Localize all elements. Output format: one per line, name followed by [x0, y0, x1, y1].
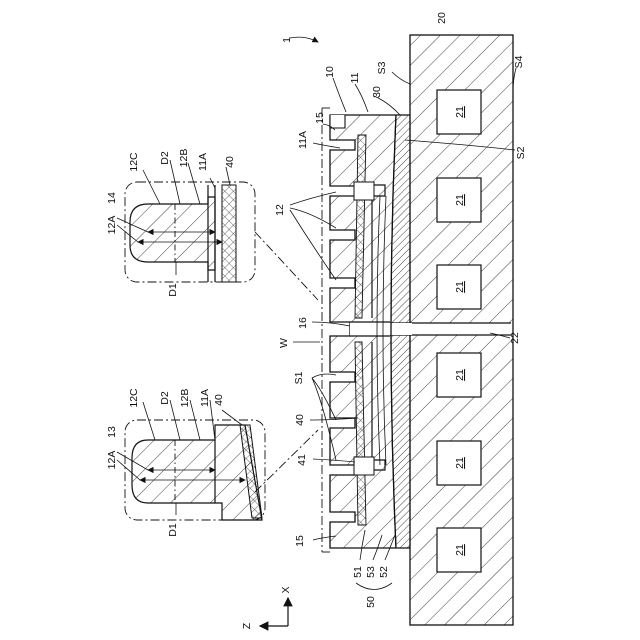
label-multilayer: 50: [365, 596, 377, 608]
label-terminal: 41: [296, 454, 308, 466]
label-s4: S4: [513, 55, 525, 68]
detail-lower: [125, 420, 265, 520]
detail-upper: [125, 182, 255, 282]
heater-label-5: 21: [454, 457, 466, 469]
heater-label-1: 21: [454, 106, 466, 118]
heater-label-6: 21: [454, 544, 466, 556]
label-assembly: 1: [281, 37, 293, 43]
label-protrusions: 12: [274, 204, 286, 216]
wafer: [322, 108, 330, 552]
lower-label-40: 40: [213, 394, 225, 406]
label-s3: S3: [376, 61, 388, 74]
heater-label-4: 21: [454, 369, 466, 381]
label-wafer: W: [278, 338, 290, 348]
axis-z-label: Z: [241, 622, 253, 629]
label-stage: 10: [324, 66, 336, 78]
axes: X Z: [241, 586, 292, 629]
upper-label-12a: 12A: [106, 216, 118, 235]
label-surface-11a: 11A: [297, 131, 309, 149]
label-layer-51: 51: [352, 566, 364, 578]
lower-label-d1: D1: [167, 523, 179, 537]
upper-label-14: 14: [106, 192, 118, 204]
label-through-hole: 16: [297, 317, 309, 329]
label-gas-hole: 22: [509, 332, 521, 344]
upper-label-d2: D2: [159, 151, 171, 165]
label-layer-53: 53: [365, 566, 377, 578]
label-bond-layer: 30: [371, 86, 383, 98]
heater-label-2: 21: [454, 194, 466, 206]
upper-label-40: 40: [224, 156, 236, 168]
upper-label-11a: 11A: [197, 153, 209, 171]
upper-label-d1: D1: [167, 283, 179, 297]
upper-label-12b: 12B: [178, 149, 190, 168]
label-layer-52: 52: [378, 566, 390, 578]
lower-label-11a: 11A: [199, 389, 211, 407]
label-heater-body: 20: [436, 12, 448, 24]
label-s1: S1: [293, 371, 305, 384]
label-recess-bottom: 15: [294, 535, 306, 547]
label-recess-outer: 15: [314, 112, 326, 124]
axis-x-label: X: [280, 586, 292, 593]
lower-label-12a: 12A: [106, 451, 118, 470]
lower-label-d2: D2: [159, 391, 171, 405]
heater-label-3: 21: [454, 281, 466, 293]
label-base: 11: [349, 72, 361, 83]
detail-lead-lines: [255, 232, 318, 492]
lower-label-12b: 12B: [179, 389, 191, 408]
upper-label-12c: 12C: [128, 152, 140, 172]
label-electrode: 40: [294, 414, 306, 426]
label-s2: S2: [515, 146, 527, 159]
lower-label-13: 13: [106, 426, 118, 438]
lower-label-12c: 12C: [128, 388, 140, 408]
